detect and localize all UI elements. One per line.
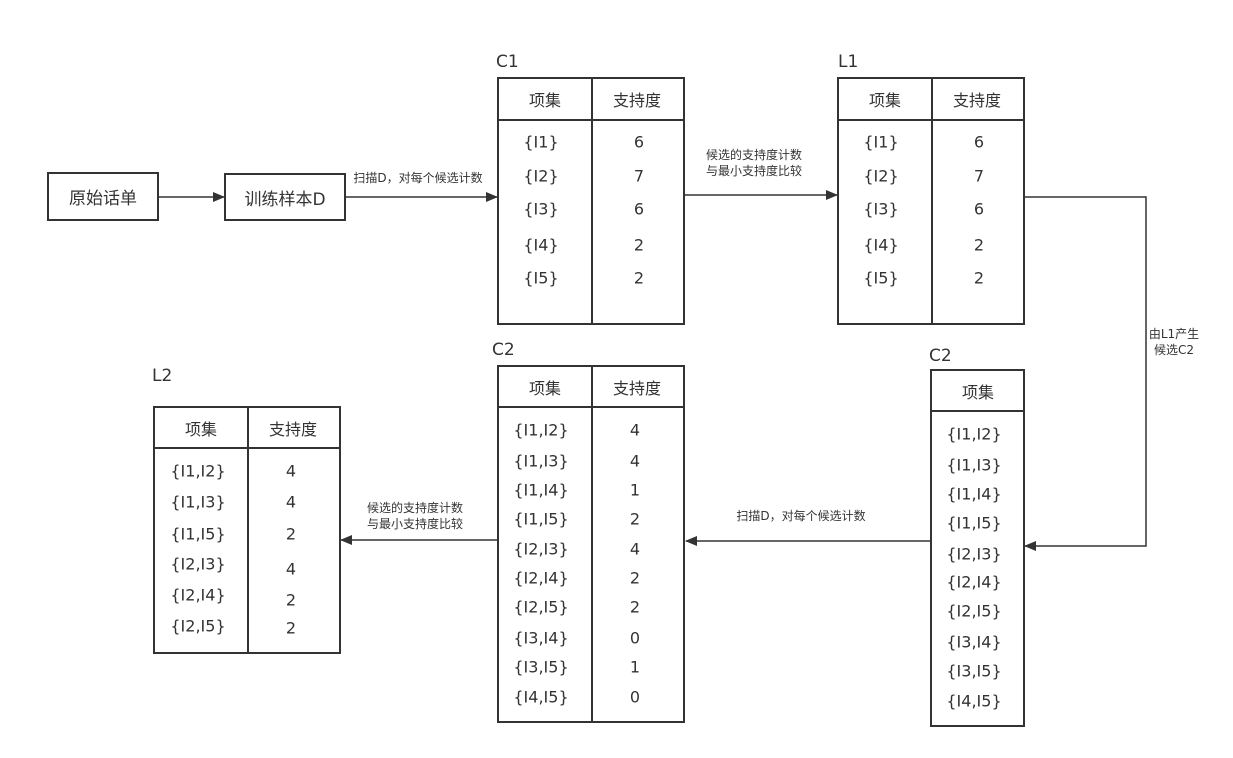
- itemset-cell: {I2,I5}: [513, 597, 569, 617]
- edge-label-scan-2: 扫描D，对每个候选计数: [736, 509, 866, 523]
- itemset-cell: {I3,I4}: [513, 628, 569, 648]
- itemset-cell: {I1,I2}: [170, 461, 226, 481]
- support-cell: 2: [285, 524, 297, 544]
- support-cell: 2: [629, 597, 641, 617]
- itemset-cell: {I3,I5}: [513, 657, 569, 677]
- support-cell: 6: [973, 132, 985, 152]
- table-title-l2: L2: [152, 366, 173, 386]
- itemset-cell: {I2}: [863, 166, 899, 186]
- itemset-cell: {I1}: [523, 132, 559, 152]
- header-itemset: 项集: [868, 91, 902, 110]
- header-support: 支持度: [612, 379, 662, 398]
- support-cell: 2: [285, 618, 297, 638]
- header-support: 支持度: [952, 91, 1002, 110]
- support-cell: 4: [629, 539, 641, 559]
- itemset-cell: {I3,I5}: [946, 661, 1002, 681]
- itemset-cell: {I1,I5}: [513, 509, 569, 529]
- support-cell: 7: [633, 166, 645, 186]
- support-cell: 2: [629, 509, 641, 529]
- itemset-cell: {I5}: [863, 268, 899, 288]
- support-cell: 0: [629, 628, 641, 648]
- support-cell: 2: [973, 268, 985, 288]
- edge-label-compare-2: 候选的支持度计数 与最小支持度比较: [367, 500, 463, 532]
- itemset-cell: {I2,I3}: [170, 554, 226, 574]
- itemset-cell: {I1,I5}: [946, 513, 1002, 533]
- itemset-cell: {I2,I4}: [946, 572, 1002, 592]
- support-cell: 2: [633, 268, 645, 288]
- itemset-cell: {I2,I4}: [513, 568, 569, 588]
- itemset-cell: {I1}: [863, 132, 899, 152]
- header-support: 支持度: [268, 420, 318, 439]
- support-cell: 2: [629, 568, 641, 588]
- edge-label-line: 与最小支持度比较: [366, 517, 464, 531]
- support-cell: 4: [285, 492, 297, 512]
- itemset-cell: {I1,I2}: [513, 420, 569, 440]
- itemset-cell: {I2,I3}: [946, 544, 1002, 564]
- itemset-cell: {I2,I5}: [946, 601, 1002, 621]
- table-c2-candidates: 项集 {I1,I2} {I1,I3} {I1,I4} {I1,I5} {I2,I…: [930, 369, 1025, 727]
- table-title-c2: C2: [492, 340, 515, 360]
- itemset-cell: {I3}: [863, 199, 899, 219]
- itemset-cell: {I1,I4}: [513, 480, 569, 500]
- itemset-cell: {I1,I3}: [946, 455, 1002, 475]
- support-cell: 2: [973, 235, 985, 255]
- support-cell: 1: [629, 657, 641, 677]
- itemset-cell: {I3}: [523, 199, 559, 219]
- header-support: 支持度: [612, 91, 662, 110]
- itemset-cell: {I3,I4}: [946, 632, 1002, 652]
- support-cell: 2: [285, 590, 297, 610]
- arrow-l1-to-c2-candidates: [1024, 196, 1147, 551]
- itemset-cell: {I4,I5}: [946, 691, 1002, 711]
- support-cell: 4: [285, 559, 297, 579]
- itemset-cell: {I4}: [523, 235, 559, 255]
- support-cell: 6: [973, 199, 985, 219]
- support-cell: 4: [629, 451, 641, 471]
- support-cell: 4: [629, 420, 641, 440]
- table-c1: 项集 支持度 {I1} 6 {I2} 7 {I3} 6 {I4} 2 {I5} …: [497, 77, 685, 325]
- itemset-cell: {I1,I3}: [170, 492, 226, 512]
- header-itemset: 项集: [961, 383, 995, 402]
- itemset-cell: {I2,I4}: [170, 585, 226, 605]
- edge-label-compare-1: 候选的支持度计数 与最小支持度比较: [706, 147, 802, 179]
- support-cell: 1: [629, 480, 641, 500]
- support-cell: 0: [629, 687, 641, 707]
- source-box-label: 原始话单: [69, 189, 137, 209]
- itemset-cell: {I4,I5}: [513, 687, 569, 707]
- table-title-c1: C1: [496, 52, 519, 72]
- support-cell: 6: [633, 132, 645, 152]
- support-cell: 7: [973, 166, 985, 186]
- itemset-cell: {I1,I4}: [946, 484, 1002, 504]
- training-box: 训练样本D: [224, 173, 346, 221]
- support-cell: 4: [285, 461, 297, 481]
- itemset-cell: {I2}: [523, 166, 559, 186]
- itemset-cell: {I2,I5}: [170, 616, 226, 636]
- table-title-l1: L1: [838, 52, 859, 72]
- training-box-label: 训练样本D: [244, 189, 326, 210]
- source-box: 原始话单: [47, 172, 159, 221]
- header-itemset: 项集: [184, 420, 218, 439]
- table-l2: 项集 支持度 {I1,I2} 4 {I1,I3} 4 {I1,I5} 2 {I2…: [153, 406, 341, 654]
- support-cell: 2: [633, 235, 645, 255]
- itemset-cell: {I4}: [863, 235, 899, 255]
- table-l1: 项集 支持度 {I1} 6 {I2} 7 {I3} 6 {I4} 2 {I5} …: [837, 77, 1025, 325]
- edge-label-line: 候选C2: [1153, 343, 1195, 357]
- edge-label-generate: 由L1产生 候选C2: [1149, 326, 1199, 358]
- itemset-cell: {I5}: [523, 268, 559, 288]
- itemset-cell: {I1,I3}: [513, 451, 569, 471]
- support-cell: 6: [633, 199, 645, 219]
- edge-label-scan-1: 扫描D，对每个候选计数: [353, 171, 483, 185]
- itemset-cell: {I2,I3}: [513, 539, 569, 559]
- header-itemset: 项集: [528, 379, 562, 398]
- edge-label-line: 候选的支持度计数: [705, 148, 803, 162]
- header-itemset: 项集: [528, 91, 562, 110]
- table-title-c2-candidates: C2: [929, 346, 952, 366]
- table-c2: 项集 支持度 {I1,I2} 4 {I1,I3} 4 {I1,I4} 1 {I1…: [497, 365, 685, 723]
- itemset-cell: {I1,I5}: [170, 524, 226, 544]
- edge-label-line: 由L1产生: [1148, 327, 1200, 341]
- edge-label-line: 与最小支持度比较: [705, 164, 803, 178]
- itemset-cell: {I1,I2}: [946, 424, 1002, 444]
- edge-label-line: 候选的支持度计数: [366, 501, 464, 515]
